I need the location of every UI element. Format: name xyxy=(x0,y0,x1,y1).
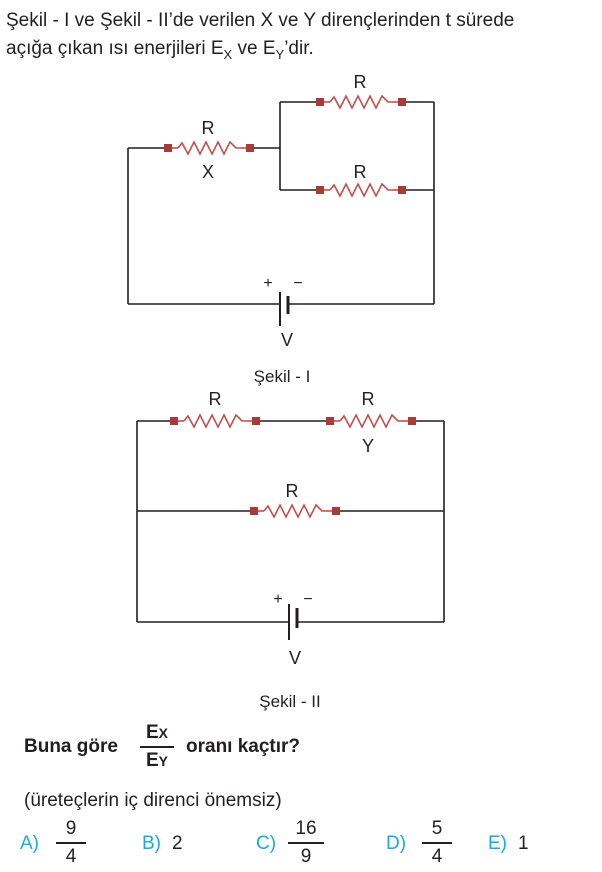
fig2-resistor-y xyxy=(325,414,417,428)
fig2-label-r-y: R xyxy=(362,389,375,409)
question-fraction-bar xyxy=(140,746,174,748)
option-c-fraction[interactable]: 16 9 xyxy=(288,818,324,868)
fig2-minus-sign: − xyxy=(303,591,312,608)
fig1-resistor-bottom xyxy=(315,183,407,197)
fig1-label-r-x: R xyxy=(202,118,215,138)
frac-den-e: E xyxy=(145,749,159,771)
question-suffix: oranı kaçtır? xyxy=(186,736,301,757)
fig2-label-r-top-left: R xyxy=(209,389,222,409)
fig1-caption: Şekil - I xyxy=(254,367,311,386)
frac-num-e: E xyxy=(145,722,159,743)
frac-num-sub: X xyxy=(158,725,169,741)
question-fraction-numerator: EX xyxy=(140,722,174,744)
intro-text-c: ’dir. xyxy=(284,38,314,59)
fig2-label-r-middle: R xyxy=(286,481,299,501)
frac-den-sub: Y xyxy=(158,752,169,769)
fig2-label-y: Y xyxy=(362,436,374,456)
question-fraction-denominator: EY xyxy=(140,750,174,772)
option-b-value[interactable]: 2 xyxy=(172,833,183,854)
figure-1-circuit xyxy=(127,101,435,326)
option-e-value[interactable]: 1 xyxy=(518,833,529,854)
fig2-resistor-top-left xyxy=(169,414,261,428)
subscript-y: Y xyxy=(275,47,285,62)
fig1-resistor-top xyxy=(315,95,407,109)
intro-text-b: ve E xyxy=(232,38,276,59)
fig1-label-r-top: R xyxy=(354,72,367,92)
option-a-letter[interactable]: A) xyxy=(20,833,39,854)
option-d-numerator: 5 xyxy=(431,818,443,839)
intro-text-a: açığa çıkan ısı enerjileri E xyxy=(6,38,224,59)
fig2-resistor-middle xyxy=(249,504,341,518)
option-a-fraction[interactable]: 9 4 xyxy=(56,818,86,868)
option-c-numerator: 16 xyxy=(295,818,317,839)
option-d-denominator: 4 xyxy=(431,845,443,867)
question-prefix: Buna göre xyxy=(24,736,118,757)
option-a-denominator: 4 xyxy=(65,845,77,867)
option-c-bar xyxy=(288,842,324,844)
fig1-resistor-x xyxy=(163,141,255,155)
intro-line-1: Şekil - I ve Şekil - II’de verilen X ve … xyxy=(6,10,515,31)
option-b-letter[interactable]: B) xyxy=(142,833,161,854)
option-d-bar xyxy=(422,842,452,844)
question-note: (üreteçlerin iç direnci önemsiz) xyxy=(24,790,282,811)
figure-2-circuit xyxy=(136,420,445,640)
fig1-minus-sign: − xyxy=(293,275,302,292)
fig1-plus-sign: + xyxy=(263,275,272,292)
fig1-label-r-bottom: R xyxy=(354,162,367,182)
fig1-voltage-label: V xyxy=(281,330,293,350)
option-c-letter[interactable]: C) xyxy=(256,833,277,854)
intro-line-2: açığa çıkan ısı enerjileri EX ve EY’dir. xyxy=(6,38,314,62)
fig2-voltage-label: V xyxy=(289,648,301,668)
option-d-fraction[interactable]: 5 4 xyxy=(422,818,452,868)
fig2-plus-sign: + xyxy=(273,591,282,608)
fig2-caption: Şekil - II xyxy=(259,692,320,711)
fig1-label-x: X xyxy=(202,162,214,182)
option-e-letter[interactable]: E) xyxy=(488,833,507,854)
subscript-x: X xyxy=(223,47,233,62)
option-c-denominator: 9 xyxy=(300,845,312,867)
option-d-letter[interactable]: D) xyxy=(386,833,407,854)
option-a-numerator: 9 xyxy=(65,818,77,839)
question-fraction: EX EY xyxy=(140,722,174,772)
option-a-bar xyxy=(56,842,86,844)
